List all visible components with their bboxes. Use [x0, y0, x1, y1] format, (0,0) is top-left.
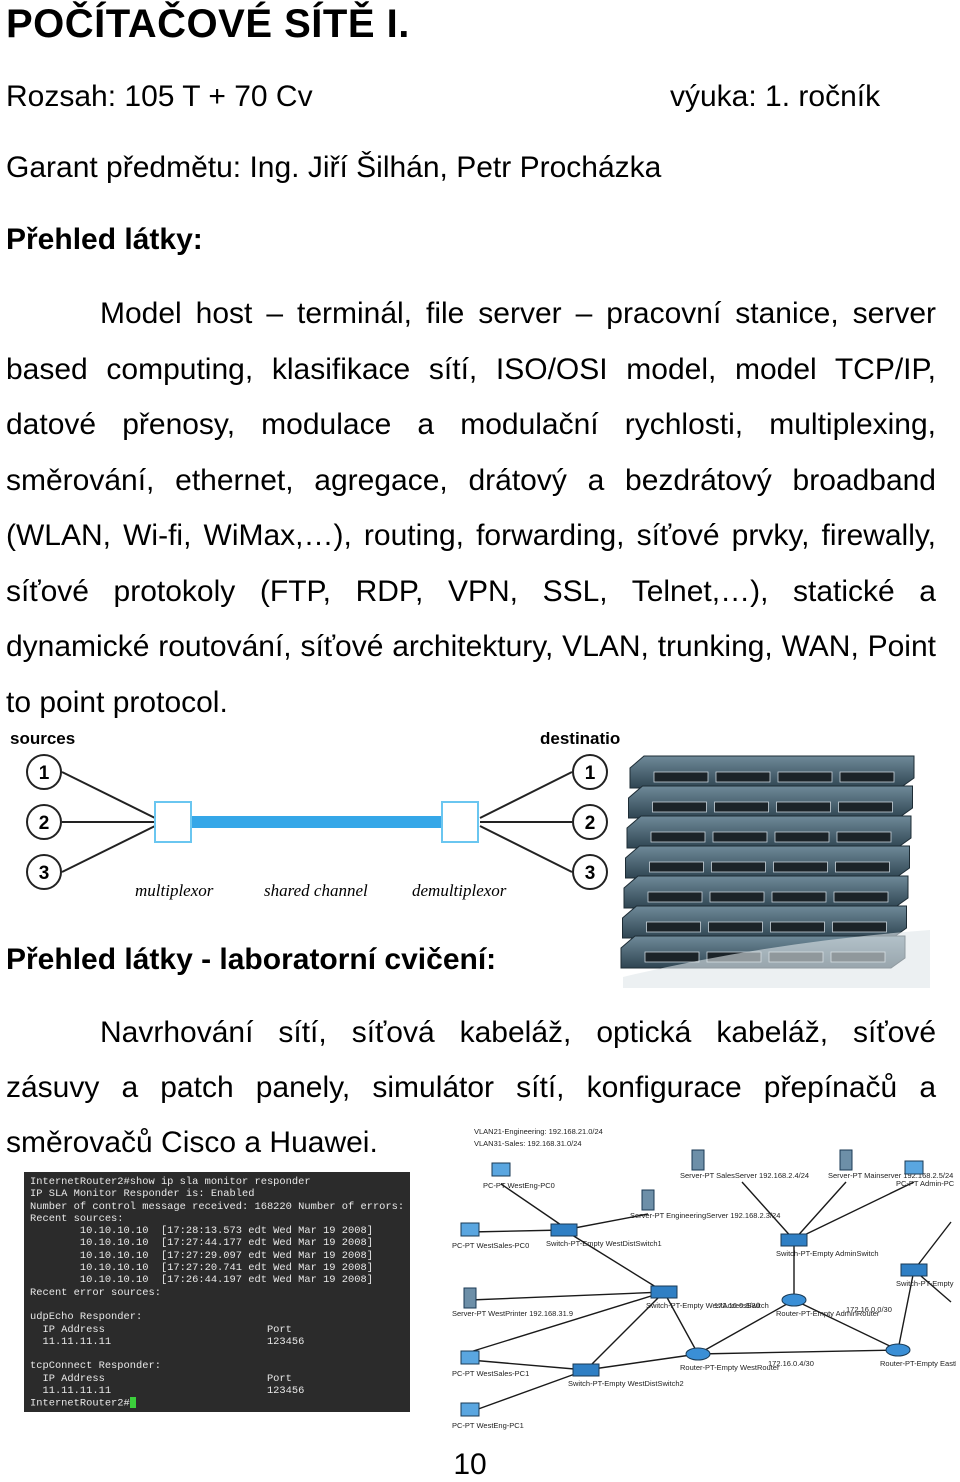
topology-device: Router-PT-Empty AdminRouter: [776, 1293, 880, 1318]
terminal-line: IP SLA Monitor Responder is: Enabled: [30, 1188, 255, 1201]
topology-device-label: Switch-PT-Empty WestDistSwitch1: [546, 1239, 662, 1248]
course-year: výuka: 1. ročník: [670, 80, 881, 113]
course-guarantor: Garant předmětu: Ing. Jiří Šilhán, Petr …: [6, 151, 662, 184]
link-label-3: 172.16.0.4/30: [768, 1359, 814, 1368]
theory-paragraph: Model host – terminál, file server – pra…: [6, 286, 936, 730]
topology-device: Switch-PT-Empty WestDistSwitch1: [546, 1223, 662, 1248]
source-node-3: 3: [39, 863, 50, 884]
source-node-2: 2: [39, 813, 50, 834]
topology-device: Server-PT WestPrinter 192.168.31.9: [452, 1287, 573, 1318]
page-number: 10: [453, 1448, 487, 1481]
topology-device-label: Router-PT-Empty WestRouter: [680, 1363, 780, 1372]
course-scope: Rozsah: 105 T + 70 Cv: [6, 80, 313, 113]
topology-device: PC-PT WestEng-PC1: [452, 1402, 524, 1430]
topology-device: PC-PT WestSales-PC1: [452, 1350, 529, 1378]
topology-device-label: Router-PT-Empty AdminRouter: [776, 1309, 880, 1318]
topology-device-label: PC-PT WestSales-PC1: [452, 1369, 529, 1378]
link-label-2: 172.16.0.0/30: [846, 1305, 892, 1314]
link-label-1: 172.16.0.8/30: [714, 1301, 760, 1310]
source-node-1: 1: [39, 763, 50, 784]
topology-device: Server-PT EngineeringServer 192.168.2.3/…: [630, 1189, 780, 1220]
terminal-line: tcpConnect Responder:: [30, 1360, 161, 1373]
topology-device: Switch-PT-Empty EastAccessSwitch: [896, 1263, 956, 1288]
multiplexing-diagram: sources destinations 1 2 3 1 2 3 multipl…: [10, 729, 620, 900]
terminal-line: 10.10.10.10 [17:28:13.573 edt Wed Mar 19…: [30, 1225, 373, 1238]
demultiplexor-box: [441, 801, 479, 843]
destination-node-3: 3: [585, 863, 596, 884]
vlan-label-engineering: VLAN21-Engineering: 192.168.21.0/24: [474, 1127, 603, 1136]
terminal-line: Recent error sources:: [30, 1286, 161, 1299]
demultiplexor-label: demultiplexor: [412, 881, 507, 900]
topology-device-label: Server-PT EngineeringServer 192.168.2.3/…: [630, 1211, 780, 1220]
vlan-label-sales: VLAN31-Sales: 192.168.31.0/24: [474, 1139, 582, 1148]
multiplexor-box: [154, 801, 192, 843]
shared-channel-label: shared channel: [264, 881, 368, 900]
terminal-line: IP Address Port: [30, 1323, 292, 1336]
switch-unit: [623, 875, 909, 909]
switch-unit: [622, 905, 907, 939]
topology-device: PC-PT WestSales-PC0: [452, 1222, 529, 1250]
switch-unit: [625, 845, 910, 879]
terminal-line: IP Address Port: [30, 1372, 292, 1385]
topology-device-label: Server-PT SalesServer 192.168.2.4/24: [680, 1171, 809, 1180]
section-heading-lab: Přehled látky - laboratorní cvičení:: [6, 943, 497, 976]
terminal-line: 11.11.11.11 123456: [30, 1385, 305, 1398]
destination-node-2: 2: [585, 813, 596, 834]
topology-device: PC-PT WestEng-PC0: [483, 1162, 555, 1190]
multiplexor-label: multiplexor: [135, 881, 214, 900]
lab-paragraph: Navrhování sítí, síťová kabeláž, optická…: [6, 1005, 936, 1170]
topology-device-label: PC-PT WestEng-PC0: [483, 1181, 555, 1190]
terminal-line: Recent sources:: [30, 1212, 124, 1225]
topology-device-label: PC-PT WestEng-PC1: [452, 1421, 524, 1430]
terminal-line: 10.10.10.10 [17:26:44.197 edt Wed Mar 19…: [30, 1274, 373, 1287]
topology-device: Router-PT-Empty WestRouter: [680, 1347, 780, 1372]
topology-device-label: Switch-PT-Empty AdminSwitch: [776, 1249, 879, 1258]
terminal-cursor: [129, 1397, 136, 1409]
topology-device-label: PC-PT Admin-PC: [896, 1179, 955, 1188]
terminal-line: 10.10.10.10 [17:27:20.741 edt Wed Mar 19…: [30, 1262, 373, 1275]
terminal-line: udpEcho Responder:: [30, 1311, 143, 1324]
topology-device-label: Switch-PT-Empty WestDistSwitch2: [568, 1379, 684, 1388]
terminal-line: [30, 1348, 404, 1360]
terminal-line: InternetRouter2#: [30, 1397, 404, 1410]
destination-node-1: 1: [585, 763, 596, 784]
switch-stack-image: [620, 755, 930, 988]
topology-device-label: Server-PT WestPrinter 192.168.31.9: [452, 1309, 573, 1318]
lab-text: Navrhování sítí, síťová kabeláž, optická…: [6, 1016, 936, 1159]
switch-unit: [628, 785, 913, 819]
topology-device: Server-PT SalesServer 192.168.2.4/24: [680, 1149, 809, 1180]
terminal-line: 10.10.10.10 [17:27:44.177 edt Wed Mar 19…: [30, 1237, 373, 1250]
topology-device-label: Switch-PT-Empty EastAccessSwitch: [896, 1279, 956, 1288]
section-heading-theory: Přehled látky:: [6, 223, 203, 256]
topology-device: Switch-PT-Empty WestDistSwitch2: [568, 1363, 684, 1388]
sources-label: sources: [10, 729, 75, 748]
topology-device-label: Server-PT Mainserver 192.168.2.5/24: [828, 1171, 953, 1180]
shared-channel-link: [190, 816, 442, 828]
topology-device: Server-PT Mainserver 192.168.2.5/24: [828, 1149, 953, 1180]
topology-device-label: Router-PT-Empty EastRouter: [880, 1359, 956, 1368]
terminal-line: [30, 1299, 404, 1311]
switch-unit: [626, 815, 912, 849]
terminal-line: Number of control message received: 1682…: [30, 1200, 410, 1213]
topology-device-label: PC-PT WestSales-PC0: [452, 1241, 529, 1250]
terminal-line: InternetRouter2#show ip sla monitor resp…: [30, 1176, 311, 1188]
theory-text: Model host – terminál, file server – pra…: [6, 297, 936, 719]
topology-device: Switch-PT-Empty WestAccessSwitch: [646, 1285, 769, 1310]
topology-device: Router-PT-Empty EastRouter: [880, 1343, 956, 1368]
topology-device: PC-PT Admin-PC: [896, 1160, 955, 1188]
page-title: POČÍTAČOVÉ SÍTĚ I.: [6, 2, 410, 46]
terminal-line: 10.10.10.10 [17:27:29.097 edt Wed Mar 19…: [30, 1249, 373, 1262]
topology-device: Switch-PT-Empty AdminSwitch: [776, 1233, 879, 1258]
topology-device-label: Switch-PT-Empty WestAccessSwitch: [646, 1301, 769, 1310]
switch-unit: [629, 755, 915, 789]
destinations-label: destinations: [540, 729, 620, 748]
router-terminal: InternetRouter2#show ip sla monitor resp…: [24, 1172, 410, 1412]
terminal-line: 11.11.11.11 123456: [30, 1335, 305, 1348]
network-topology: VLAN21-Engineering: 192.168.21.0/24 VLAN…: [452, 1127, 956, 1430]
